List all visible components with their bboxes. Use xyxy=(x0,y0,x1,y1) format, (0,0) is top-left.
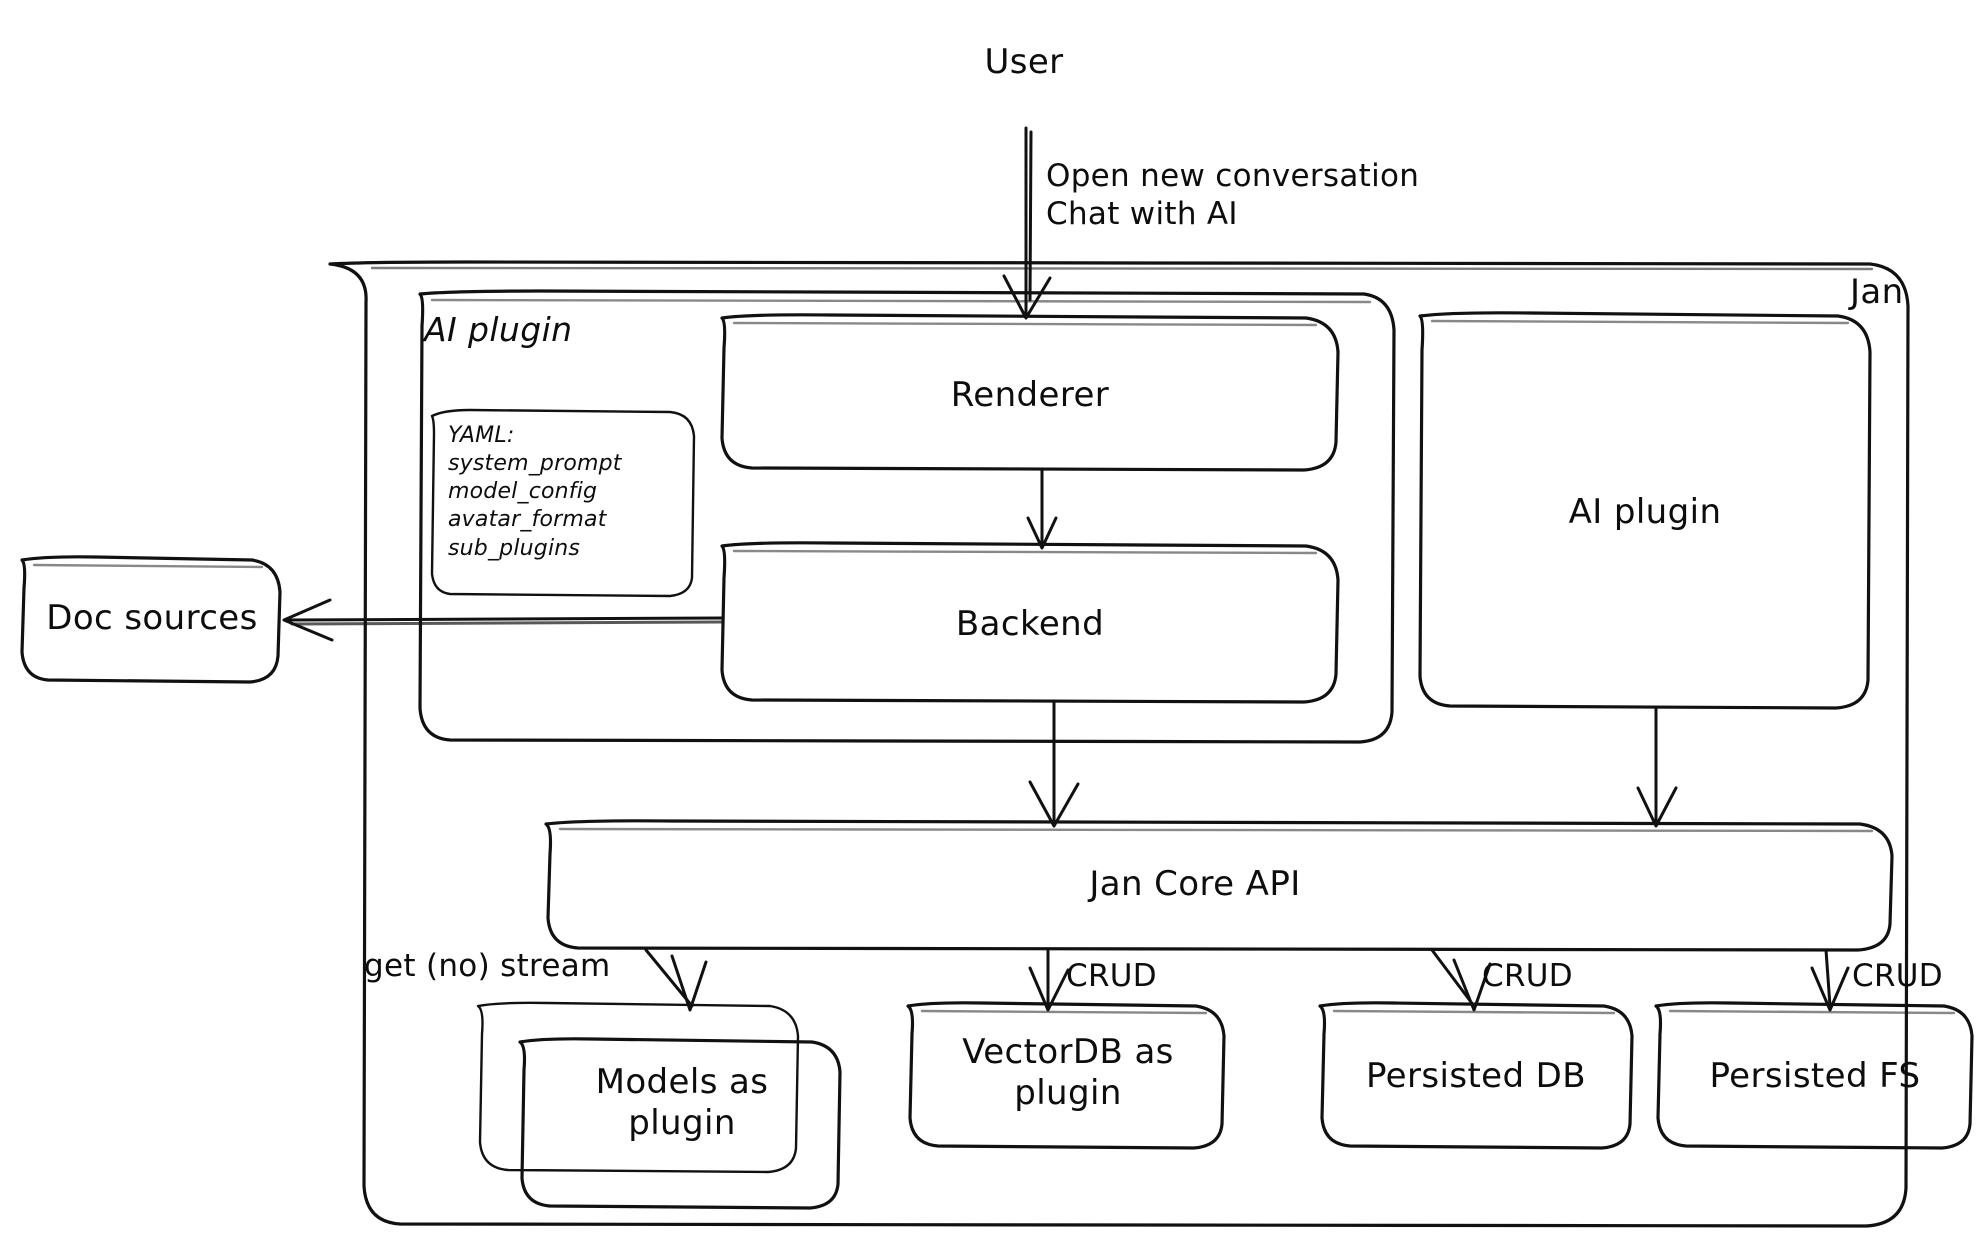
edge-backend-to-doc-sources xyxy=(282,598,724,642)
renderer-box-shape xyxy=(720,313,1340,472)
backend-box-shape xyxy=(720,541,1340,704)
models-plugin-box-shape xyxy=(476,1001,842,1210)
edge-core-to-persisted-db xyxy=(1430,948,1492,1012)
doc-sources-box-shape xyxy=(20,555,282,684)
yaml-box-shape xyxy=(430,408,696,598)
edge-renderer-to-backend xyxy=(1026,468,1058,550)
persisted-fs-box-shape xyxy=(1654,1001,1974,1150)
edge-user-to-renderer xyxy=(1002,126,1052,320)
jan-container-shape xyxy=(328,260,1910,1228)
ai-plugin-box-shape xyxy=(1418,311,1872,710)
vectordb-plugin-box-shape xyxy=(906,1001,1226,1150)
edge-core-to-vectordb xyxy=(1028,948,1070,1012)
jan-core-api-box-shape xyxy=(544,819,1894,952)
persisted-db-box-shape xyxy=(1318,1001,1634,1150)
edge-core-to-models xyxy=(644,948,708,1012)
edge-ai-plugin-to-core xyxy=(1636,706,1678,828)
ai-plugin-group-shape xyxy=(418,289,1396,744)
edge-backend-to-core xyxy=(1028,700,1080,828)
edge-core-to-persisted-fs xyxy=(1810,948,1850,1012)
